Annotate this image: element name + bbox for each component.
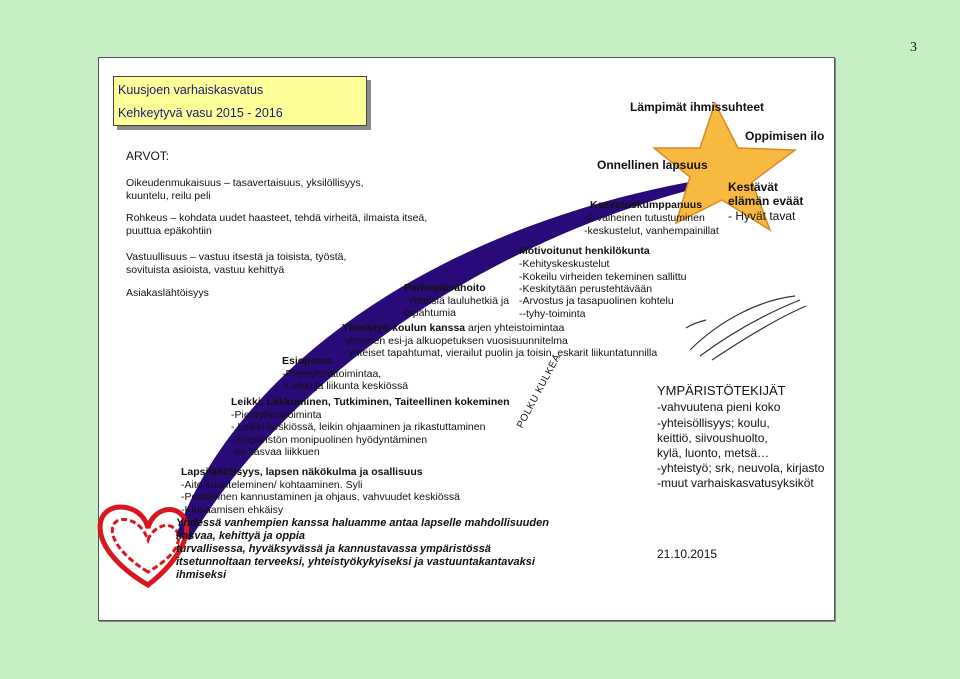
yhteistyo-heading-line: Yhteistyö koulun kanssa arjen yhteistoim… — [342, 322, 564, 335]
motivoitunut-line: -Kehityskeskustelut — [519, 258, 610, 270]
leikki-line: -Ilo kasvaa liikkuen — [231, 446, 320, 458]
leikki-line: - Leikki keskiössä, leikin ohjaaminen ja… — [231, 421, 486, 433]
esiopetus-heading: Esiopetus — [282, 355, 333, 367]
arvot-heading: ARVOT: — [126, 149, 170, 163]
kasvatus-heading: Kasvatuskumppanuus — [590, 199, 703, 211]
leikki-line: -Ympäristön monipuolinen hyödyntäminen — [231, 434, 428, 446]
star-shape — [651, 101, 798, 232]
motivoitunut-line: -Keskitytään perustehtävään — [519, 283, 653, 295]
swoosh-icon — [685, 295, 807, 361]
ymparisto-line: -yhteistyö; srk, neuvola, kirjasto — [657, 461, 825, 475]
esiopetus-line: -Pienryhmätoimintaa, — [282, 368, 382, 380]
page-number: 3 — [910, 40, 917, 55]
title-line1: Kuusjoen varhaiskasvatus — [118, 83, 264, 97]
arvot-line: Vastuullisuus – vastuu itsestä ja toisis… — [126, 251, 347, 263]
arvot-line: sovituista asioista, vastuu kehittyä — [126, 264, 285, 276]
kasvatus-line: -2-vaiheinen tutustuminen — [584, 212, 705, 224]
vision-line: ihmiseksi — [176, 569, 227, 581]
yhteistyo-line: -yhteinen esi-ja alkuopetuksen vuosisuun… — [342, 335, 568, 347]
ymparisto-line: kylä, luonto, metsä… — [657, 446, 770, 460]
vision-line: Yhdessä vanhempien kanssa haluamme antaa… — [176, 517, 549, 529]
ymparisto-line: -vahvuutena pieni koko — [657, 400, 781, 414]
date-label: 21.10.2015 — [657, 547, 718, 561]
motivoitunut-line: --tyhy-toiminta — [519, 308, 586, 320]
arvot-line: Oikeudenmukaisuus – tasavertaisuus, yksi… — [126, 177, 364, 189]
yhteistyo-heading: Yhteistyö koulun kanssa — [342, 322, 466, 334]
arvot-line: puuttua epäkohtiin — [126, 225, 212, 237]
arvot-line: Asiakaslähtöisyys — [126, 287, 209, 299]
lapsi-heading: Lapsilähtöisyys, lapsen näkökulma ja osa… — [181, 466, 423, 478]
motivoitunut-line: -Kokeilu virheiden tekeminen sallittu — [519, 271, 687, 283]
title-box: Kuusjoen varhaiskasvatus Kehkeytyvä vasu… — [113, 76, 367, 126]
title-line2: Kehkeytyvä vasu 2015 - 2016 — [118, 106, 283, 120]
vision-line: turvallisessa, hyväksyvässä ja kannustav… — [176, 543, 491, 555]
lapsi-line: -Positiivinen kannustaminen ja ohjaus, v… — [181, 491, 460, 503]
kestavat-line: - Hyvät tavat — [728, 209, 796, 223]
heart-icon — [97, 504, 190, 589]
lapsi-line: -Aito kuunteleminen/ kohtaaminen. Syli — [181, 479, 363, 491]
arvot-line: Rohkeus – kohdata uudet haasteet, tehdä … — [126, 212, 428, 224]
yhteistyo-line: - yhteiset tapahtumat, vierailut puolin … — [342, 347, 658, 359]
label-lampimat: Lämpimät ihmissuhteet — [630, 100, 765, 114]
label-oppimisen: Oppimisen ilo — [745, 129, 825, 143]
perhe-heading: Perhepäivähoito — [404, 282, 486, 294]
perhe-line: -Yhteisiä lauluhetkiä ja — [404, 295, 510, 307]
leikki-line: -Pienryhmätoiminta — [231, 409, 322, 421]
yhteistyo-heading-rest: arjen yhteistoimintaa — [468, 322, 565, 334]
lapsi-line: -Kiusaamisen ehkäisy — [181, 504, 284, 516]
motivoitunut-heading: Motivoitunut henkilökunta — [519, 245, 650, 257]
arvot-line: kuuntelu, reilu peli — [126, 190, 211, 202]
label-onnellinen: Onnellinen lapsuus — [597, 158, 708, 172]
ymparisto-line: -yhteisöllisyys; koulu, — [657, 416, 770, 430]
leikki-heading: Leikki, Liikkuminen, Tutkiminen, Taiteel… — [231, 396, 510, 408]
perhe-line: tapahtumia — [404, 307, 456, 319]
vision-line: itsetunnoltaan terveeksi, yhteistyökykyi… — [176, 556, 535, 568]
kestavat-line: Kestävät — [728, 180, 779, 194]
ymparisto-line: keittiö, siivoushuolto, — [657, 431, 768, 445]
ymparisto-heading: YMPÄRISTÖTEKIJÄT — [657, 383, 786, 398]
esiopetus-line: -Leikki ja liikunta keskiössä — [282, 380, 409, 392]
vision-line: kasvaa, kehittyä ja oppia — [176, 530, 306, 542]
motivoitunut-line: -Arvostus ja tasapuolinen kohtelu — [519, 295, 674, 307]
kasvatus-line: -keskustelut, vanhempainillat — [584, 225, 719, 237]
ymparisto-line: -muut varhaiskasvatusyksiköt — [657, 476, 814, 490]
kestavat-line: elämän eväät — [728, 194, 804, 208]
